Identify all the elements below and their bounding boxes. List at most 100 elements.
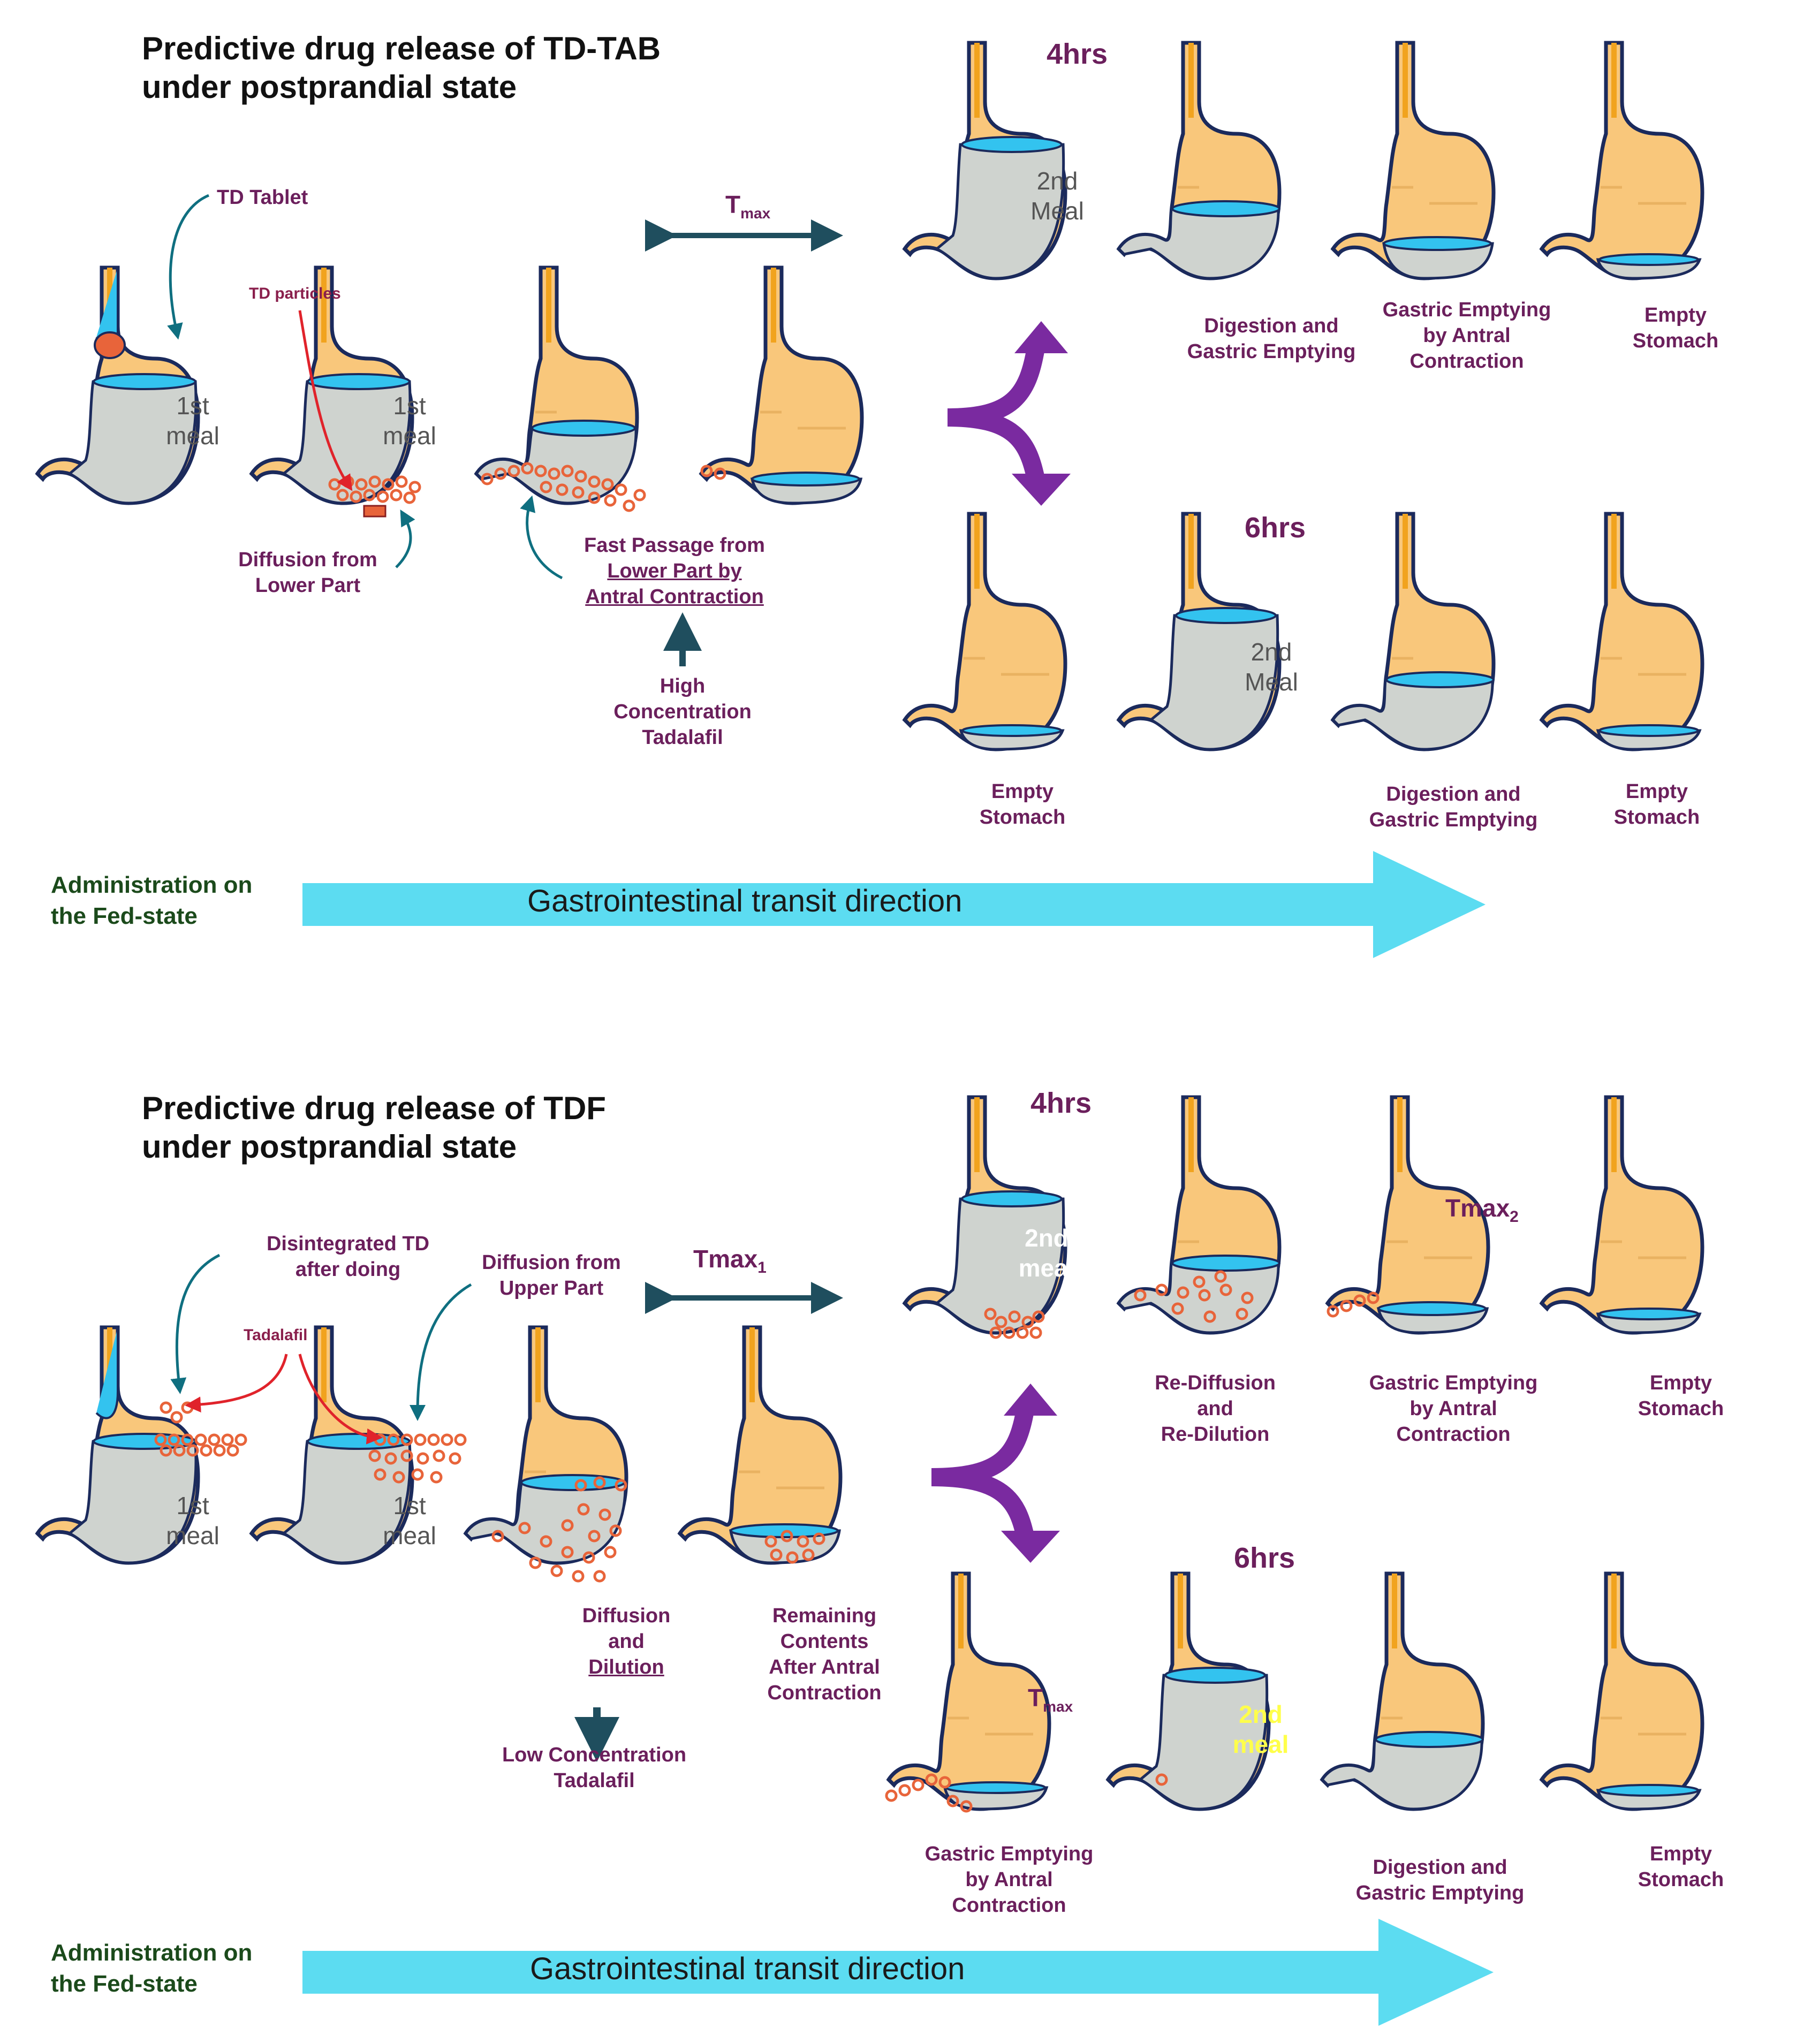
tmax-lower-label: Tmax <box>1028 1683 1073 1715</box>
tmax-lower-label-sub: max <box>1043 1698 1073 1715</box>
transit-arrow <box>302 851 1486 958</box>
lower-3-l1: Digestion and <box>1386 783 1521 806</box>
lower2-4-l2: Stomach <box>1638 1868 1724 1891</box>
stomach-1-u3 <box>1333 43 1494 278</box>
fast-passage-l1: Fast Passage from <box>584 534 765 557</box>
transit-label-1: Gastrointestinal transit direction <box>527 884 963 918</box>
particles-2 <box>154 1270 1380 1813</box>
tmax2-label: Tmax2 <box>1445 1194 1519 1226</box>
lower2-3-l1: Digestion and <box>1373 1856 1507 1879</box>
diffusion-dilution-l1: Diffusion <box>582 1605 671 1627</box>
disintegrated-pointer <box>170 1253 221 1394</box>
td-particles-label: TD particles <box>249 285 341 302</box>
tmax-lower-label-main: T <box>1028 1684 1043 1712</box>
remaining-label: Remaining Contents After Antral Contract… <box>749 1603 899 1706</box>
lower2-4-label: Empty Stomach <box>1617 1841 1745 1893</box>
lower-4-l2: Stomach <box>1613 806 1700 829</box>
fast-passage-pointer <box>520 495 563 580</box>
stomach-1-d3 <box>1333 514 1494 749</box>
high-conc-l3: Tadalafil <box>642 726 723 749</box>
stomach-2-2 <box>252 1327 412 1563</box>
lower2-3-l2: Gastric Emptying <box>1355 1882 1525 1904</box>
diffusion-dilution-l2: and <box>608 1630 645 1653</box>
stomach-1-d4 <box>1542 514 1702 749</box>
upper-4-l2: Stomach <box>1632 330 1719 352</box>
branch-arrow-head-up <box>1014 321 1068 353</box>
upper2-2-label: Re-Diffusion and Re-Dilution <box>1151 1370 1279 1447</box>
branch-arrow-2-head-down <box>1001 1531 1060 1563</box>
diffusion-lower-label: Diffusion from Lower Part <box>230 547 385 598</box>
stomach-2-1 <box>37 1327 198 1563</box>
disintegrated-l1: Disintegrated TD <box>266 1233 430 1255</box>
stomach-1-d1 <box>905 514 1065 749</box>
td-particles-pointer <box>298 310 353 491</box>
time-6hrs-2: 6hrs <box>1234 1542 1295 1574</box>
low-conc-l1: Low Concentration <box>502 1744 687 1766</box>
upper-3-l2: by Antral <box>1423 324 1511 347</box>
stomach-2-d3 <box>1322 1574 1483 1809</box>
td-tablet-label: TD Tablet <box>217 186 308 209</box>
branch-arrow-2 <box>931 1409 1034 1538</box>
upper-3-l3: Contraction <box>1409 350 1524 373</box>
upper2-4-l1: Empty <box>1649 1372 1712 1394</box>
upper-4-label: Empty Stomach <box>1611 302 1740 354</box>
upper2-4-label: Empty Stomach <box>1617 1370 1745 1422</box>
td-tablet-pointer <box>167 194 209 340</box>
meal2-upper-2: 2nd meal <box>1018 1224 1075 1282</box>
stomach-1-4 <box>701 268 862 503</box>
upper2-2-l3: Re-Dilution <box>1161 1423 1270 1446</box>
diffusion-dilution-l3: Dilution <box>588 1656 664 1678</box>
panel-2 <box>37 1097 1702 2026</box>
lower2-1-l1: Gastric Emptying <box>924 1843 1094 1865</box>
admin-label-1-l1: Administration on <box>51 872 253 898</box>
stomach-1-u1 <box>905 43 1065 278</box>
meal2-lower-2: 2nd meal <box>1232 1700 1289 1758</box>
stomach-2-d1 <box>889 1574 1049 1809</box>
stomach-2-u3 <box>1328 1097 1488 1333</box>
meal1-b: 1st meal <box>383 392 436 450</box>
upper2-2-l2: and <box>1197 1397 1233 1420</box>
stomach-1-u4 <box>1542 43 1702 278</box>
remaining-l2: Contents <box>780 1630 869 1653</box>
tadalafil-pointer-2 <box>298 1354 383 1445</box>
lower-1-l1: Empty <box>991 780 1054 803</box>
tmax-label-1: Tmax <box>725 190 770 222</box>
low-conc-label: Low Concentration Tadalafil <box>487 1742 701 1794</box>
diffusion-pointer <box>395 509 415 568</box>
meal2-upper-1: 2nd Meal <box>1030 167 1084 225</box>
meal2-lower-1: 2nd Meal <box>1245 638 1298 696</box>
panel-1-title-line2: under postprandial state <box>142 69 517 105</box>
upper-3-l1: Gastric Emptying <box>1382 299 1551 321</box>
stomach-2-u1 <box>905 1097 1065 1333</box>
diffusion-upper-pointer <box>410 1283 472 1421</box>
diffusion-lower-l1: Diffusion from <box>238 549 377 571</box>
admin-label-1: Administration on the Fed-state <box>51 870 252 932</box>
lower-4-label: Empty Stomach <box>1593 779 1721 830</box>
stomach-2-4 <box>680 1327 840 1563</box>
low-conc-l2: Tadalafil <box>554 1769 635 1792</box>
lower2-4-l1: Empty <box>1649 1843 1712 1865</box>
lower-3-l2: Gastric Emptying <box>1369 809 1538 831</box>
diffusion-lower-l2: Lower Part <box>255 574 361 597</box>
time-4hrs-2: 4hrs <box>1030 1087 1092 1119</box>
panel-1-title-line1: Predictive drug release of TD-TAB <box>142 31 661 66</box>
lower-1-label: Empty Stomach <box>958 779 1087 830</box>
lower-4-l1: Empty <box>1625 780 1688 803</box>
meal1-a: 1st meal <box>166 392 219 450</box>
upper2-3-l1: Gastric Emptying <box>1369 1372 1538 1394</box>
tadalafil-label: Tadalafil <box>244 1326 308 1344</box>
td-particle-cluster <box>363 505 387 518</box>
panel-2-title-line2: under postprandial state <box>142 1129 517 1165</box>
stomach-2-u4 <box>1542 1097 1702 1333</box>
disintegrated-label: Disintegrated TD after doing <box>252 1231 444 1282</box>
stomach-1-2 <box>252 268 412 503</box>
tmax1-label-main: Tmax <box>693 1245 758 1273</box>
upper2-3-l3: Contraction <box>1396 1423 1511 1446</box>
lower2-1-l3: Contraction <box>952 1894 1066 1917</box>
upper2-4-l2: Stomach <box>1638 1397 1724 1420</box>
panel-1 <box>37 43 1702 958</box>
admin-label-2-l2: the Fed-state <box>51 1971 198 1997</box>
remaining-l3: After Antral <box>769 1656 880 1678</box>
remaining-l4: Contraction <box>767 1682 882 1704</box>
